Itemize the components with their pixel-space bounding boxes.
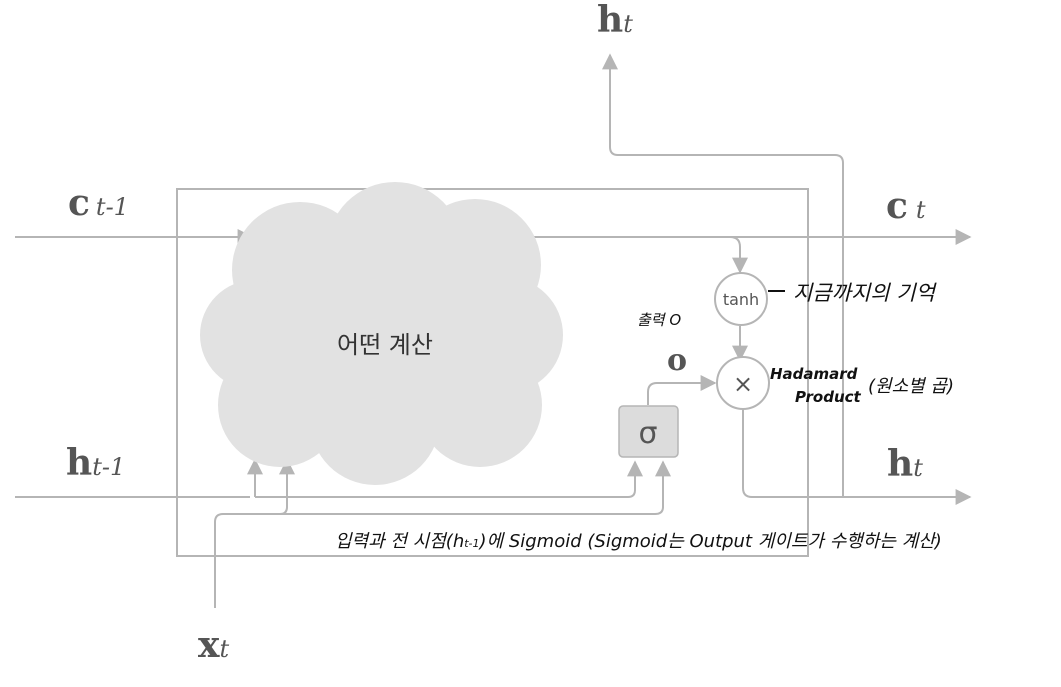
- elementwise-annotation: (원소별 곱): [868, 376, 954, 397]
- memory-annotation: 지금까지의 기억: [793, 281, 938, 305]
- tanh-label: tanh: [723, 290, 759, 309]
- cloud-text: 어떤 계산: [337, 331, 433, 359]
- o-label: o: [667, 343, 687, 378]
- sigma-label: σ: [638, 416, 657, 451]
- h-right-label: ht: [887, 443, 923, 485]
- tanh-node: [714, 272, 768, 326]
- times-to-h-line: [742, 408, 972, 505]
- sigmoid-annotation: 입력과 전 시점(ht-1)에 Sigmoid (Sigmoid는 Output…: [335, 531, 942, 552]
- x-to-sigma-line: [280, 460, 671, 515]
- x-input-line: [214, 458, 295, 608]
- sigma-box: [618, 405, 679, 458]
- hadamard-annotation: Hadamard: [770, 365, 858, 383]
- times-label: ×: [733, 370, 753, 398]
- product-annotation: Product: [795, 388, 862, 406]
- times-node: [716, 356, 770, 410]
- h-up-out-line: [602, 53, 844, 497]
- cloud-shape: [200, 182, 563, 485]
- lstm-cell-box: [176, 188, 809, 557]
- h-to-sigma-line: [255, 460, 643, 498]
- sigma-to-times-line: [647, 375, 717, 405]
- x-input-label: xt: [198, 624, 229, 666]
- c-to-tanh-line: [520, 236, 748, 274]
- h-prev-label: ht-1: [66, 442, 125, 484]
- h-out-label: ht: [597, 0, 633, 41]
- output-o-annotation: 출력 O: [637, 311, 681, 329]
